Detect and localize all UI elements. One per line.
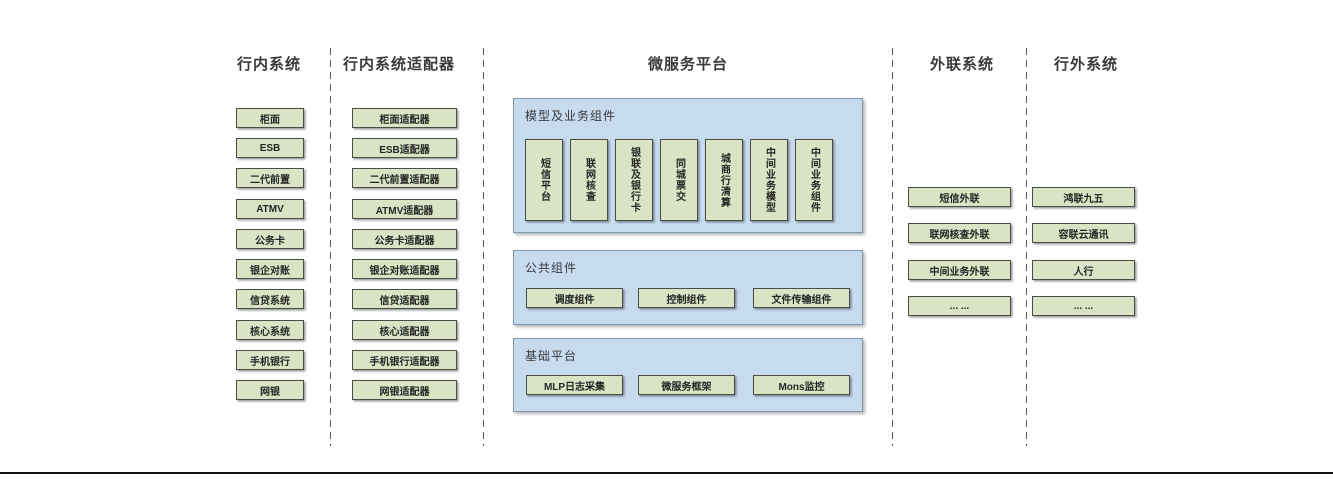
internal-system-box: 二代前置 [236, 168, 304, 188]
internal-system-box: 银企对账 [236, 259, 304, 279]
internal-system-box: 核心系统 [236, 320, 304, 340]
common-component-box: 调度组件 [526, 288, 623, 308]
base-component-box: MLP日志采集 [526, 375, 623, 395]
internal-system-box: 公务卡 [236, 229, 304, 249]
adapter-box: 银企对账适配器 [352, 259, 457, 279]
outside-system-box: 人行 [1032, 260, 1135, 280]
column-header-internal-systems: 行内系统 [236, 56, 302, 73]
adapter-box: ATMV适配器 [352, 199, 457, 219]
model-component-box: 银联及银行卡 [615, 139, 653, 221]
outside-system-box: 鸿联九五 [1032, 187, 1135, 207]
model-component-box: 同城票交 [660, 139, 698, 221]
external-link-box: ... ... [908, 296, 1011, 316]
adapter-box: 信贷适配器 [352, 289, 457, 309]
model-component-box: 联网核查 [570, 139, 608, 221]
internal-system-box: 信贷系统 [236, 289, 304, 309]
column-separator [330, 48, 331, 446]
column-separator [483, 48, 484, 446]
bottom-border-line [0, 472, 1333, 474]
base-platform-panel: 基础平台 MLP日志采集 微服务框架 Mons监控 [513, 338, 863, 412]
adapter-box: 柜面适配器 [352, 108, 457, 128]
external-link-box: 短信外联 [908, 187, 1011, 207]
adapter-box: 核心适配器 [352, 320, 457, 340]
base-component-box: 微服务框架 [638, 375, 735, 395]
base-component-box: Mons监控 [753, 375, 850, 395]
model-component-box: 中间业务模型 [750, 139, 788, 221]
internal-system-box: 柜面 [236, 108, 304, 128]
column-header-internal-adapters: 行内系统适配器 [342, 56, 456, 73]
internal-system-box: 手机银行 [236, 350, 304, 370]
column-header-microservice-platform: 微服务平台 [647, 56, 729, 73]
column-header-external-link-systems: 外联系统 [929, 56, 995, 73]
column-separator [1026, 48, 1027, 446]
column-separator [892, 48, 893, 446]
adapter-box: 手机银行适配器 [352, 350, 457, 370]
common-component-box: 文件传输组件 [753, 288, 850, 308]
panel-title: 模型及业务组件 [525, 109, 617, 123]
internal-system-box: 网银 [236, 380, 304, 400]
common-components-panel: 公共组件 调度组件 控制组件 文件传输组件 [513, 250, 863, 325]
internal-system-box: ESB [236, 138, 304, 158]
common-component-box: 控制组件 [638, 288, 735, 308]
adapter-box: 公务卡适配器 [352, 229, 457, 249]
panel-title: 公共组件 [525, 261, 578, 275]
model-component-box: 中间业务组件 [795, 139, 833, 221]
adapter-box: ESB适配器 [352, 138, 457, 158]
panel-title: 基础平台 [525, 349, 578, 363]
adapter-box: 网银适配器 [352, 380, 457, 400]
external-link-box: 中间业务外联 [908, 260, 1011, 280]
model-component-box: 城商行清算 [705, 139, 743, 221]
outside-system-box: 容联云通讯 [1032, 223, 1135, 243]
model-components-panel: 模型及业务组件 短信平台 联网核查 银联及银行卡 同城票交 城商行清算 中间业务… [513, 98, 863, 233]
outside-system-box: ... ... [1032, 296, 1135, 316]
model-component-box: 短信平台 [525, 139, 563, 221]
column-header-outside-systems: 行外系统 [1053, 56, 1119, 73]
internal-system-box: ATMV [236, 199, 304, 219]
adapter-box: 二代前置适配器 [352, 168, 457, 188]
external-link-box: 联网核查外联 [908, 223, 1011, 243]
